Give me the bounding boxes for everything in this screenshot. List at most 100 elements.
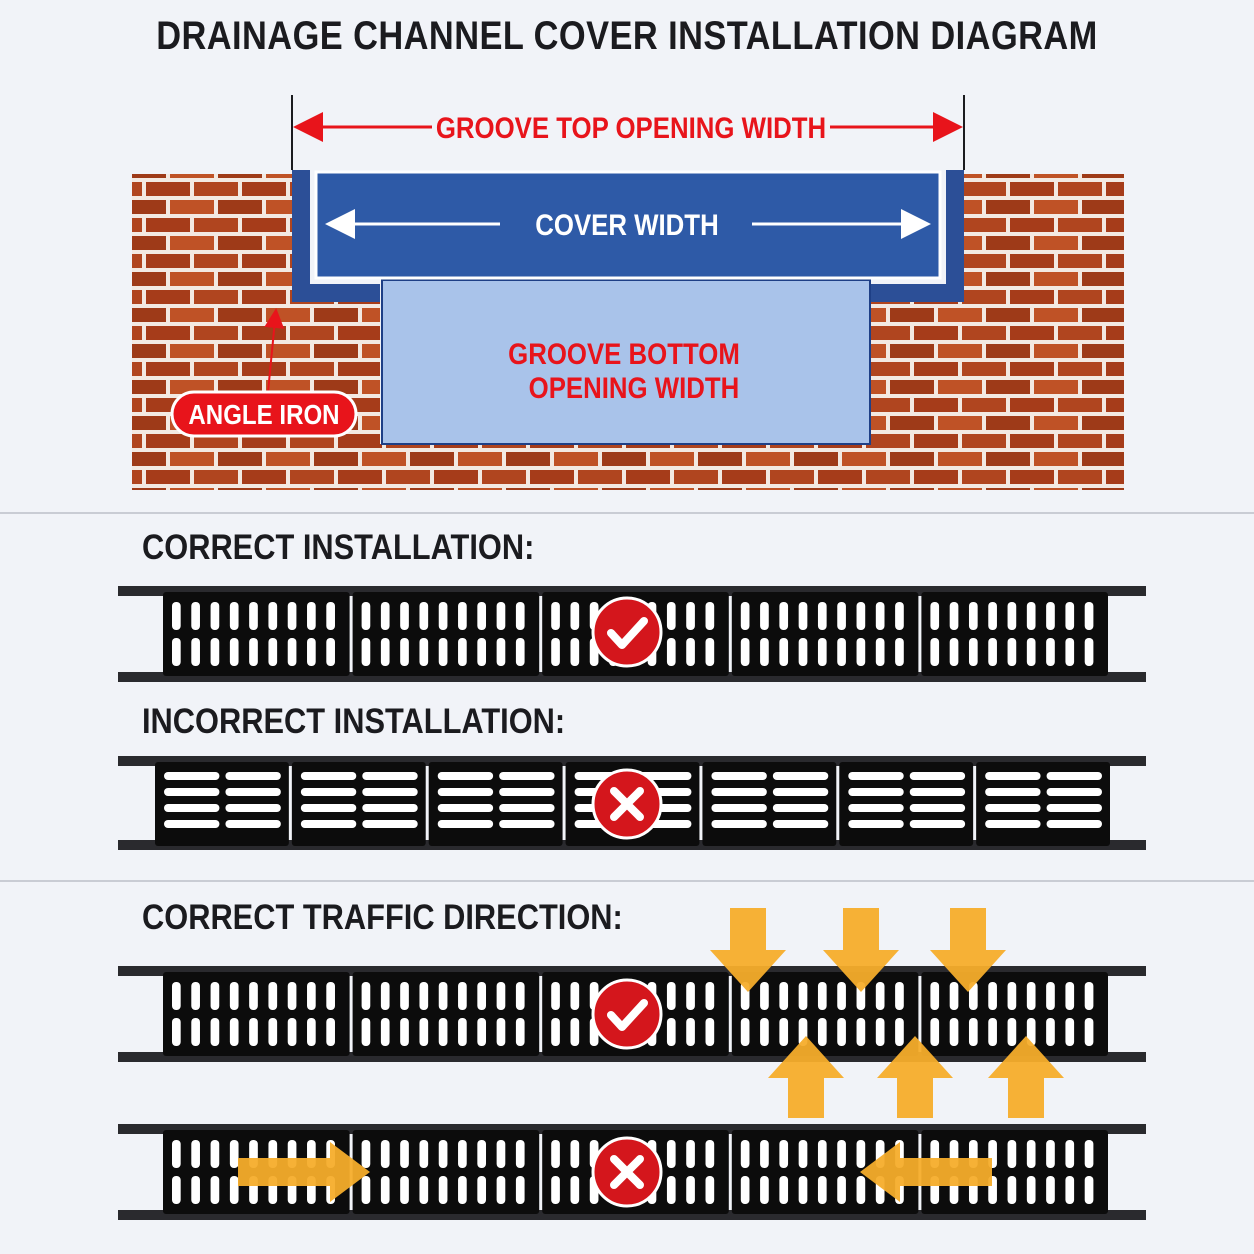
grate-slot bbox=[437, 804, 494, 812]
grate-slot bbox=[930, 638, 940, 666]
grate-slot bbox=[760, 982, 769, 1010]
grate-slot bbox=[817, 1140, 827, 1168]
grate-slot bbox=[895, 602, 904, 630]
grate-panel bbox=[352, 972, 540, 1056]
grate-slot bbox=[686, 1018, 695, 1046]
grate-slot bbox=[1084, 1140, 1094, 1168]
grate-slot bbox=[191, 1018, 200, 1046]
grate-slot bbox=[437, 772, 494, 780]
grate-slot bbox=[686, 982, 695, 1010]
grate-slot bbox=[496, 1176, 506, 1204]
grate-slot bbox=[268, 982, 278, 1010]
grate-slot bbox=[380, 982, 390, 1010]
grate-slot bbox=[856, 1018, 866, 1046]
grate-slot bbox=[817, 602, 827, 630]
grate-slot bbox=[848, 820, 904, 828]
grate-slot bbox=[1046, 804, 1102, 812]
grate-slot bbox=[949, 602, 959, 630]
grate-panel bbox=[731, 972, 919, 1056]
grate-slot bbox=[817, 1018, 827, 1046]
grate-slot bbox=[968, 1018, 978, 1046]
grate-slot bbox=[875, 1018, 885, 1046]
grate-slot bbox=[515, 982, 525, 1010]
grate-slot bbox=[798, 1176, 808, 1204]
grate-slot bbox=[499, 820, 555, 828]
grate-slot bbox=[419, 602, 429, 630]
grate-slot bbox=[361, 982, 371, 1010]
grate-panel bbox=[163, 592, 350, 676]
grate-slot bbox=[760, 638, 769, 666]
grate-slot bbox=[988, 982, 997, 1010]
angle-iron-label: ANGLE IRON bbox=[188, 398, 339, 430]
grate-slot bbox=[985, 804, 1041, 812]
check-icon bbox=[591, 596, 663, 668]
grate-slot bbox=[326, 982, 335, 1010]
grate-slot bbox=[1046, 788, 1102, 796]
grate-slot bbox=[985, 772, 1041, 780]
grate-slot bbox=[1046, 1018, 1055, 1046]
badge-circle bbox=[591, 596, 663, 668]
grate-slot bbox=[1084, 638, 1094, 666]
grate-slot bbox=[1065, 638, 1075, 666]
grate-slot bbox=[210, 982, 220, 1010]
grate-slot bbox=[438, 1018, 448, 1046]
incorrect-installation-label: INCORRECT INSTALLATION: bbox=[142, 702, 566, 741]
traffic-direction-diagram bbox=[118, 908, 1146, 1220]
grate-slot bbox=[740, 638, 750, 666]
grate-slot bbox=[515, 1176, 525, 1204]
grate-slot bbox=[837, 1140, 846, 1168]
cross-icon bbox=[591, 1136, 663, 1208]
grate-slot bbox=[570, 1018, 580, 1046]
grate-slot bbox=[1026, 638, 1036, 666]
check-icon bbox=[591, 978, 663, 1050]
badge-circle bbox=[591, 978, 663, 1050]
arrow-up-icon bbox=[768, 1036, 844, 1118]
grate-panel bbox=[352, 592, 540, 676]
grate-slot bbox=[210, 1018, 220, 1046]
grate-slot bbox=[268, 602, 278, 630]
grate-slot bbox=[361, 1140, 371, 1168]
grate-slot bbox=[438, 638, 448, 666]
grate-slot bbox=[875, 602, 885, 630]
grate-slot bbox=[419, 1176, 429, 1204]
grate-panels bbox=[163, 972, 1108, 1056]
grate-slot bbox=[772, 804, 829, 812]
grate-slot bbox=[380, 1018, 390, 1046]
grate-slot bbox=[164, 788, 220, 796]
grate-slot bbox=[837, 638, 846, 666]
cross-mark bbox=[610, 1155, 644, 1189]
grate-slot bbox=[1007, 638, 1017, 666]
grate-slot bbox=[798, 982, 808, 1010]
grate-slot bbox=[515, 602, 525, 630]
grate-slot bbox=[437, 820, 494, 828]
grate-slot bbox=[1026, 982, 1036, 1010]
grate-slot bbox=[225, 820, 281, 828]
grate-slot bbox=[711, 804, 767, 812]
rail-bottom bbox=[118, 1210, 1146, 1220]
grate-slot bbox=[229, 1176, 239, 1204]
grate-slot bbox=[326, 602, 335, 630]
grate-slot bbox=[268, 1018, 278, 1046]
grate-slot bbox=[705, 638, 715, 666]
top-opening-label: GROOVE TOP OPENING WIDTH bbox=[436, 111, 826, 144]
grate-slot bbox=[249, 982, 258, 1010]
grate-slot bbox=[496, 638, 506, 666]
grate-slot bbox=[1026, 602, 1036, 630]
grate-slot bbox=[570, 638, 580, 666]
grate-slot bbox=[848, 788, 904, 796]
grate-slot bbox=[210, 602, 220, 630]
grate-slot bbox=[172, 982, 181, 1010]
grate-slot bbox=[817, 638, 827, 666]
rail-top bbox=[118, 966, 1146, 976]
grate-slot bbox=[711, 788, 767, 796]
grate-slot bbox=[499, 772, 555, 780]
grate-slot bbox=[164, 804, 220, 812]
grate-panel bbox=[163, 972, 350, 1056]
grate-slot bbox=[711, 820, 767, 828]
grate-slot bbox=[419, 1018, 429, 1046]
grate-slot bbox=[1026, 1018, 1036, 1046]
grate-slot bbox=[930, 1018, 940, 1046]
grate-slot bbox=[458, 1176, 467, 1204]
grate-slot bbox=[1065, 1018, 1075, 1046]
arrow-down-icon bbox=[710, 908, 786, 992]
